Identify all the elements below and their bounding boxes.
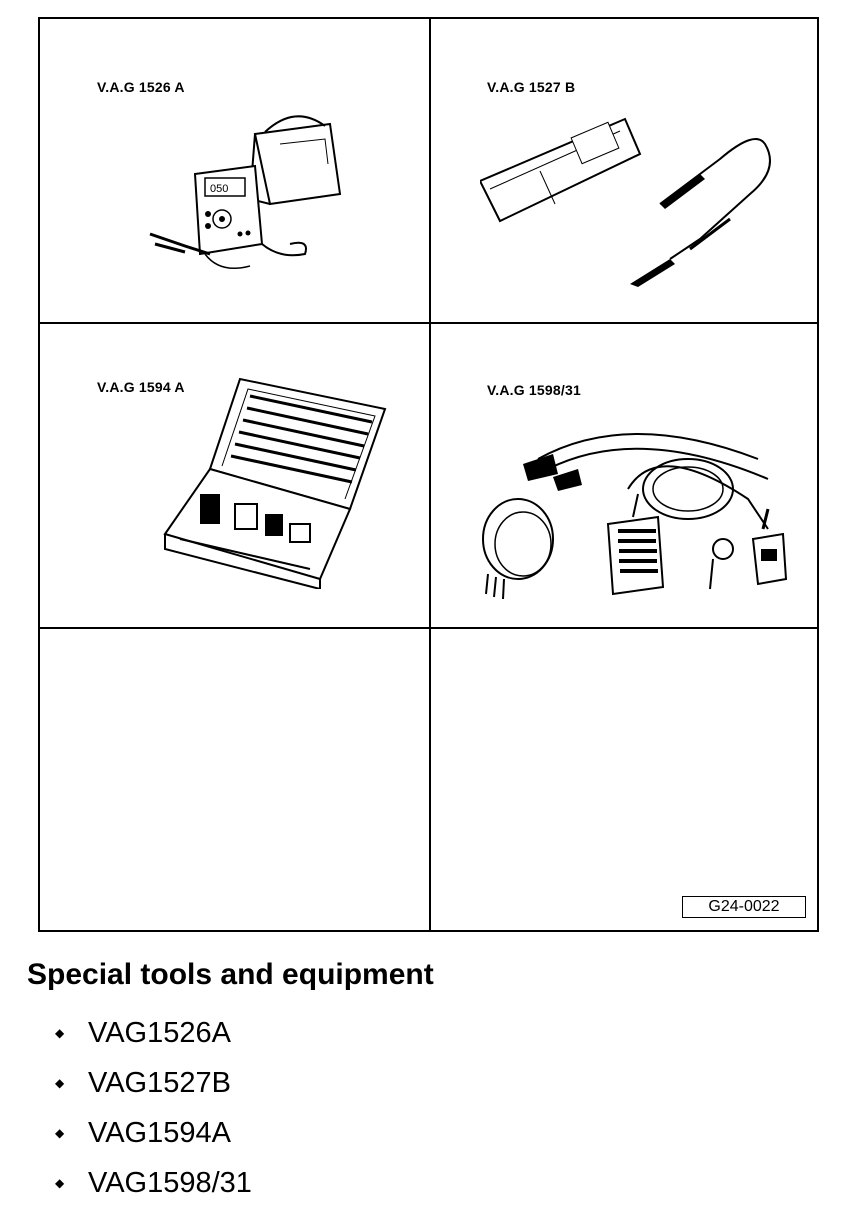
diamond-bullet-icon: ◆: [55, 1026, 65, 1040]
svg-text:050: 050: [210, 183, 228, 195]
diamond-bullet-icon: ◆: [55, 1076, 65, 1090]
figure-code-box: G24-0022: [682, 896, 806, 918]
list-item-text: VAG1594A: [88, 1116, 231, 1149]
list-item: ◆ VAG1598/31: [55, 1158, 252, 1208]
list-item: ◆ VAG1526A: [55, 1008, 252, 1058]
test-box-adapter-cables-illustration: [478, 399, 788, 604]
adapter-cable-set-case-illustration: [160, 374, 390, 589]
tools-list: ◆ VAG1526A ◆ VAG1527B ◆ VAG1594A ◆ VAG15…: [55, 1008, 252, 1208]
list-item-text: VAG1526A: [88, 1016, 231, 1049]
panel-label-vag-1594a: V.A.G 1594 A: [97, 379, 185, 395]
diamond-bullet-icon: ◆: [55, 1126, 65, 1140]
list-item: ◆ VAG1594A: [55, 1108, 252, 1158]
grid-divider-vertical: [429, 19, 431, 930]
grid-divider-horizontal-2: [40, 627, 817, 629]
list-item: ◆ VAG1527B: [55, 1058, 252, 1108]
panel-label-vag-1527b: V.A.G 1527 B: [487, 79, 576, 95]
voltage-tester-probes-illustration: [480, 109, 800, 289]
list-item-text: VAG1598/31: [88, 1166, 252, 1199]
diamond-bullet-icon: ◆: [55, 1176, 65, 1190]
list-item-text: VAG1527B: [88, 1066, 231, 1099]
panel-label-vag-1526a: V.A.G 1526 A: [97, 79, 185, 95]
grid-divider-horizontal-1: [40, 322, 817, 324]
multimeter-with-case-illustration: 050: [130, 104, 360, 279]
page-heading: Special tools and equipment: [27, 958, 434, 991]
tools-figure: V.A.G 1526 A 050 V.A.G 1527 B: [38, 17, 819, 932]
panel-label-vag-1598-31: V.A.G 1598/31: [487, 382, 581, 398]
